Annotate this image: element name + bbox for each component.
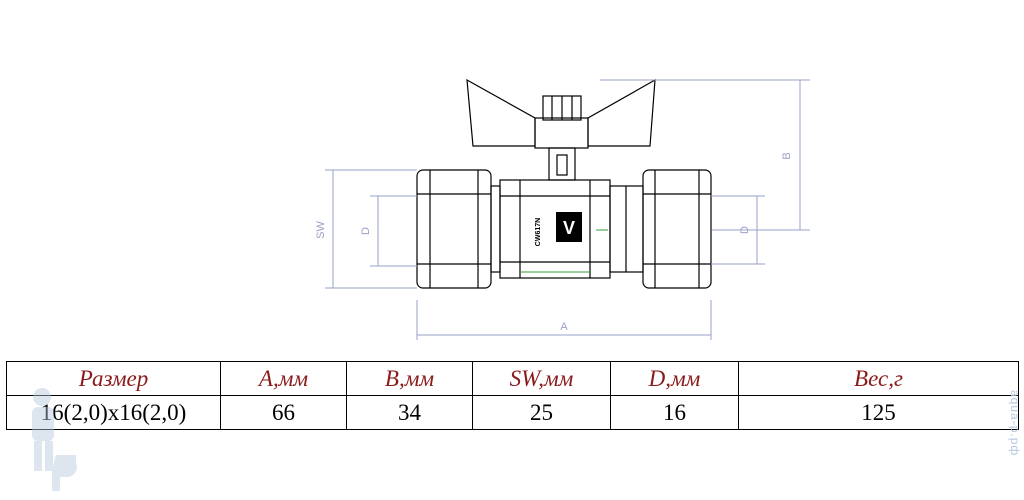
left-union-nut — [416, 169, 492, 289]
butterfly-handle — [466, 78, 656, 147]
dimension-sw-label: SW — [315, 221, 327, 239]
header-b: B,мм — [346, 361, 473, 396]
body-marking: CW617N — [535, 218, 542, 246]
dimension-d-left-label: D — [360, 227, 372, 235]
header-sw: SW,мм — [472, 361, 611, 396]
table-row: 16(2,0)x16(2,0) 66 34 25 16 125 — [6, 395, 1019, 430]
logo-letter: V — [563, 218, 575, 238]
header-a: A,мм — [220, 361, 347, 396]
spec-table: Размер A,мм B,мм SW,мм D,мм Вес,г 16(2,0… — [6, 361, 1019, 430]
ball-valve-drawing: V CW617N A B SW D D — [315, 78, 810, 340]
site-watermark: аqua-p.рф — [1008, 390, 1022, 457]
header-weight: Вес,г — [738, 361, 1019, 396]
cell-a: 66 — [220, 395, 347, 430]
cell-weight: 125 — [738, 395, 1019, 430]
valtec-logo-icon — [556, 212, 582, 242]
dimension-d-right-label: D — [739, 226, 751, 234]
table-header-row: Размер A,мм B,мм SW,мм D,мм Вес,г — [6, 361, 1019, 396]
cell-size: 16(2,0)x16(2,0) — [6, 395, 221, 430]
right-union-nut — [642, 169, 712, 289]
header-d: D,мм — [610, 361, 739, 396]
dimension-b-label: B — [781, 152, 793, 159]
dimension-a-label: A — [560, 321, 568, 333]
cell-sw: 25 — [472, 395, 611, 430]
cell-b: 34 — [346, 395, 473, 430]
plumber-watermark-icon — [32, 388, 77, 491]
valve-body — [499, 179, 611, 279]
cell-d: 16 — [610, 395, 739, 430]
